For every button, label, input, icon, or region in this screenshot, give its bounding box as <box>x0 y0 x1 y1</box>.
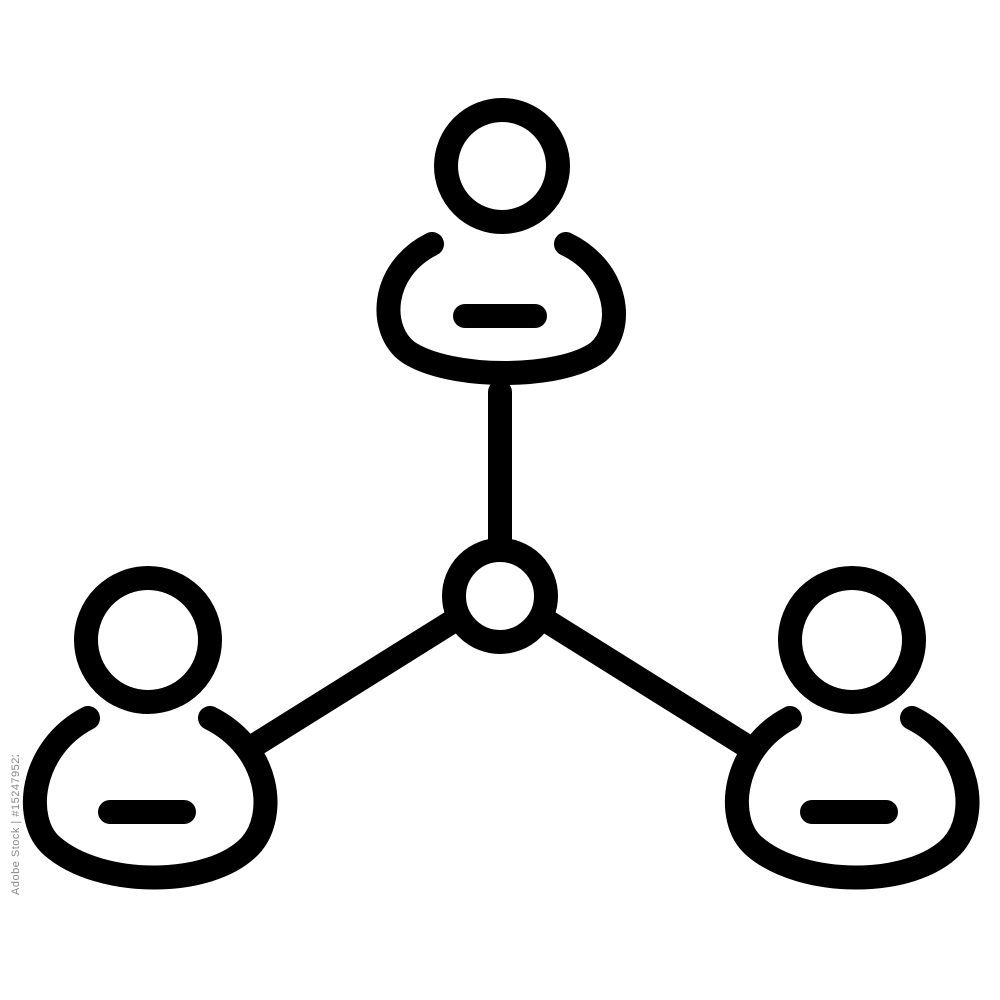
user-head <box>434 98 570 234</box>
user-icon-top <box>376 98 626 385</box>
watermark-text: Adobe Stock | #1524795220 <box>10 755 22 895</box>
hub-node-icon <box>442 538 558 654</box>
user-icon-left <box>22 566 278 890</box>
user-head <box>778 566 926 714</box>
user-body <box>376 232 626 385</box>
user-icon-right <box>724 566 980 890</box>
connector-line-left <box>243 606 470 757</box>
user-head <box>74 566 222 714</box>
stock-watermark: Adobe Stock | #1524795220 <box>10 755 24 895</box>
connector-line-right <box>530 606 757 757</box>
user-body <box>22 706 278 890</box>
user-body <box>724 706 980 890</box>
